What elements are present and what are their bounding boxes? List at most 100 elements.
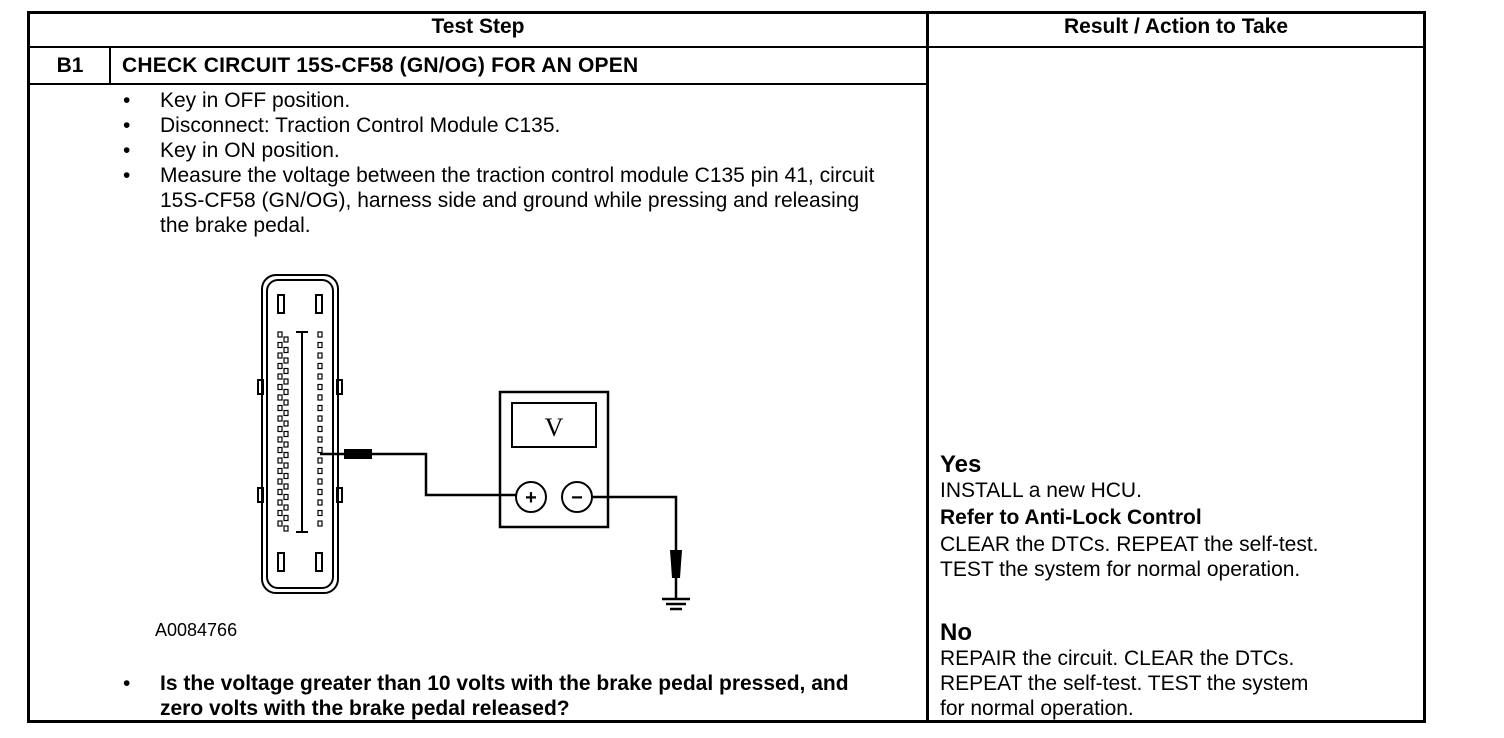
connector-pin <box>317 509 323 517</box>
bullet-icon: • <box>123 672 131 695</box>
ground-probe-icon <box>670 550 682 578</box>
connector-pin <box>317 520 323 527</box>
question-text: Is the voltage greater than 10 volts wit… <box>160 672 849 720</box>
instruction-item: • Disconnect: Traction Control Module C13… <box>118 113 920 138</box>
connector-pin <box>283 483 289 490</box>
voltmeter-icon <box>498 390 610 529</box>
minus-symbol: − <box>571 487 583 509</box>
connector-pin <box>277 425 283 433</box>
instruction-item: • Key in ON position. <box>118 138 920 163</box>
connector-pin <box>317 415 323 422</box>
instruction-text: Key in OFF position. <box>160 89 351 112</box>
connector-pin <box>277 478 283 485</box>
meter-display <box>511 402 597 448</box>
column-divider <box>926 11 929 723</box>
connector-pin <box>283 388 289 396</box>
step-title-divider <box>27 83 927 85</box>
connector-pin <box>317 499 323 506</box>
connector-inner-icon <box>266 279 334 589</box>
connector-pin <box>283 451 289 459</box>
connector-pin <box>317 404 323 412</box>
connector-pin <box>277 467 283 475</box>
connector-pin <box>317 373 323 380</box>
no-label: No <box>940 619 972 646</box>
connector-pin <box>317 467 323 475</box>
connector-pin <box>277 383 283 391</box>
connector-body-icon <box>261 274 339 594</box>
connector-pin <box>277 520 283 527</box>
bullet-icon: • <box>123 114 131 137</box>
connector-pin <box>277 499 283 506</box>
connector-pin <box>317 446 323 454</box>
step-id: B1 <box>56 54 84 77</box>
instruction-text: Disconnect: Traction Control Module C135… <box>160 114 561 137</box>
connector-pin <box>277 488 283 496</box>
probe-tip-icon <box>344 449 372 459</box>
instruction-text: Key in ON position. <box>160 139 340 162</box>
connector-pin <box>283 378 289 385</box>
connector-pin <box>277 404 283 412</box>
connector-pin <box>283 430 289 438</box>
connector-pin <box>283 493 289 501</box>
connector-pin <box>317 331 323 338</box>
step-title: CHECK CIRCUIT 15S-CF58 (GN/OG) FOR AN OP… <box>122 54 639 77</box>
wiring-diagram: V + − <box>257 274 690 611</box>
question: • Is the voltage greater than 10 volts w… <box>118 671 880 721</box>
instruction-text: Measure the voltage between the traction… <box>160 164 875 237</box>
connector-pin <box>283 525 289 532</box>
connector-pin <box>277 362 283 370</box>
yes-line-4: TEST the system for normal operation. <box>940 558 1301 581</box>
connector-pin <box>277 415 283 422</box>
connector-pin <box>283 514 289 522</box>
test-step-table <box>27 11 1426 723</box>
bullet-icon: • <box>123 164 131 187</box>
header-test-step: Test Step <box>431 15 525 38</box>
meter-symbol: V <box>545 413 564 442</box>
bullet-icon: • <box>123 139 131 162</box>
connector-pin <box>283 441 289 448</box>
positive-terminal-icon <box>515 481 547 513</box>
connector-pin <box>317 436 323 443</box>
connector-pin <box>317 394 323 401</box>
connector-pin <box>283 399 289 406</box>
no-line-1: REPAIR the circuit. CLEAR the DTCs. <box>940 647 1295 670</box>
connector-pin <box>283 367 289 375</box>
connector-pin <box>283 409 289 417</box>
connector-pin <box>277 341 283 349</box>
yes-label: Yes <box>940 451 982 478</box>
connector-pin <box>317 425 323 433</box>
header-divider <box>27 46 1426 48</box>
instruction-item: • Measure the voltage between the tractio… <box>118 163 890 238</box>
yes-line-1: INSTALL a new HCU. <box>940 479 1142 502</box>
yes-line-2: Refer to Anti-Lock Control <box>940 506 1202 529</box>
connector-pin <box>283 504 289 511</box>
connector-pin <box>283 462 289 469</box>
connector-pin <box>277 457 283 464</box>
connector-pin <box>277 373 283 380</box>
bullet-icon: • <box>123 89 131 112</box>
connector-pin <box>277 436 283 443</box>
connector-pin <box>277 331 283 338</box>
connector-pins <box>277 331 323 532</box>
connector-pin <box>283 346 289 354</box>
header-result-action: Result / Action to Take <box>1063 15 1289 38</box>
connector-pin <box>277 352 283 359</box>
connector-pin <box>317 478 323 485</box>
connector-pin <box>317 341 323 349</box>
connector-pin <box>317 457 323 464</box>
connector-pin <box>317 362 323 370</box>
connector-pin <box>283 472 289 480</box>
step-id-divider <box>109 46 111 84</box>
connector-pin <box>277 509 283 517</box>
connector-pin <box>283 357 289 364</box>
connector-pin <box>277 446 283 454</box>
connector-pin <box>283 336 289 343</box>
yes-line-3: CLEAR the DTCs. REPEAT the self-test. <box>940 533 1319 556</box>
instruction-item: • Key in OFF position. <box>118 88 920 113</box>
connector-pin <box>317 383 323 391</box>
connector-pin <box>277 394 283 401</box>
no-line-3: for normal operation. <box>940 697 1134 720</box>
connector-pin <box>317 488 323 496</box>
no-line-2: REPEAT the self-test. TEST the system <box>940 672 1309 695</box>
plus-symbol: + <box>525 487 537 509</box>
